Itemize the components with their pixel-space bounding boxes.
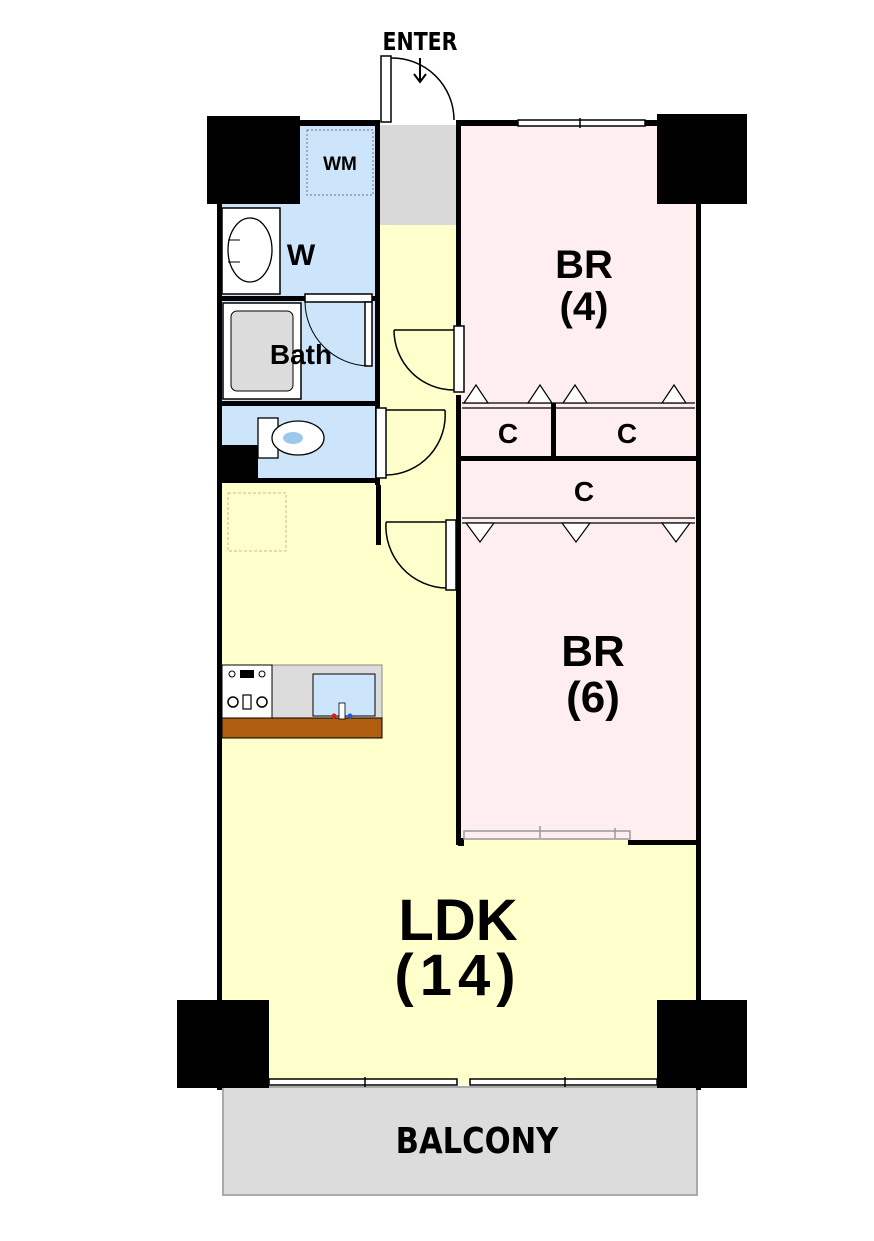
wash-basin — [221, 207, 281, 295]
br-south-size: (6) — [566, 673, 620, 722]
fixtures — [221, 129, 383, 739]
hallway-floor — [378, 225, 460, 545]
doors — [304, 55, 465, 591]
bath-label: Bath — [270, 339, 332, 370]
column-ne — [657, 114, 747, 204]
entry-floor — [380, 125, 460, 225]
columns — [177, 114, 747, 1088]
entry-arrow — [413, 58, 427, 84]
wall-hall-east — [456, 120, 461, 330]
sliding-door-br-south — [463, 830, 631, 840]
closet-zone-floor — [460, 405, 698, 520]
entry-door — [380, 55, 455, 123]
wm-label: WM — [323, 154, 357, 175]
wall-br-south-south — [628, 840, 700, 845]
column-se — [657, 1000, 747, 1088]
ldk-name: LDK — [398, 888, 517, 953]
window-south-right — [469, 1078, 658, 1086]
wall-hall-east-3 — [456, 520, 461, 845]
wall-toilet-block — [220, 445, 258, 481]
br-north-name: BR — [555, 243, 613, 287]
bathtub — [222, 302, 302, 400]
column-sw — [177, 1000, 269, 1088]
closet-label-1: C — [498, 418, 518, 449]
wall-closet-row — [460, 456, 700, 461]
closet-doors — [462, 383, 695, 544]
br-south-name: BR — [561, 627, 625, 676]
closet-label-2: C — [617, 418, 637, 449]
closet-label-3: C — [574, 476, 594, 507]
wall-toilet-ldk — [217, 478, 379, 483]
washing-machine-pan — [306, 129, 374, 196]
door-br-north — [393, 325, 465, 393]
wall-closet-divider — [551, 403, 556, 458]
toilet — [257, 417, 325, 459]
outer-wall-east — [696, 120, 701, 1090]
enter-label: ENTER — [383, 28, 458, 56]
wall-stub — [376, 485, 381, 545]
balcony-floor — [222, 1086, 698, 1196]
balcony-label: BALCONY — [396, 1120, 559, 1162]
wall-br-south-corner — [458, 838, 464, 846]
br-north-size: (4) — [560, 285, 609, 329]
bedroom-south-floor — [460, 520, 698, 840]
outer-wall-west — [217, 120, 222, 1090]
door-bath — [304, 293, 373, 367]
outer-wall-north-right — [458, 120, 518, 126]
kitchen-counter — [221, 664, 383, 739]
column-nw — [207, 116, 300, 204]
door-toilet — [375, 407, 446, 479]
wall-bath-toilet — [217, 401, 379, 406]
ldk-size: (14) — [394, 943, 521, 1008]
wall-hall-east-2 — [456, 395, 461, 520]
storage-dashed — [227, 492, 287, 552]
wall-wash-east — [375, 120, 380, 485]
window-north — [517, 119, 646, 127]
wall-wash-bath — [217, 296, 379, 301]
windows — [268, 118, 658, 1087]
window-south-left — [268, 1078, 458, 1086]
labels: ENTER WM W Bath BR (4) C C C BR (6) LDK … — [270, 28, 637, 1161]
door-br-south — [385, 519, 457, 591]
washroom-label: W — [287, 239, 316, 272]
